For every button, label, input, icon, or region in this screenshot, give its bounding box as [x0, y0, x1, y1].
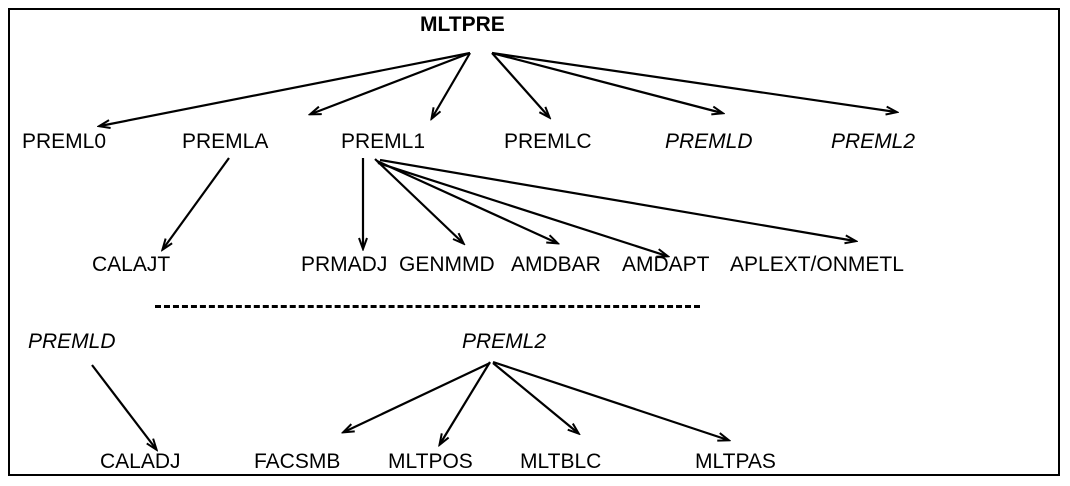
node-preml2-bot: PREML2 — [462, 330, 547, 353]
node-aplext-onmetl: APLEXT/ONMETL — [730, 253, 904, 276]
section-divider — [155, 305, 700, 308]
node-premld-top: PREMLD — [665, 130, 753, 153]
diagram-frame-border — [8, 8, 1060, 476]
node-prmadj: PRMADJ — [301, 253, 388, 276]
node-premlc: PREMLC — [504, 130, 592, 153]
node-amdbar: AMDBAR — [511, 253, 601, 276]
node-preml1: PREML1 — [341, 130, 426, 153]
node-premld-bot: PREMLD — [28, 330, 116, 353]
node-mltpos: MLTPOS — [388, 450, 473, 473]
node-amdapt: AMDAPT — [622, 253, 710, 276]
node-preml2-top: PREML2 — [831, 130, 916, 153]
node-genmmd: GENMMD — [399, 253, 495, 276]
node-caladj: CALADJ — [100, 450, 181, 473]
node-mltpas: MLTPAS — [695, 450, 776, 473]
node-mltblc: MLTBLC — [520, 450, 602, 473]
node-calajt: CALAJT — [92, 253, 171, 276]
node-mltpre: MLTPRE — [420, 13, 505, 36]
node-preml0: PREML0 — [22, 130, 107, 153]
node-premla: PREMLA — [182, 130, 269, 153]
node-facsmb: FACSMB — [254, 450, 341, 473]
